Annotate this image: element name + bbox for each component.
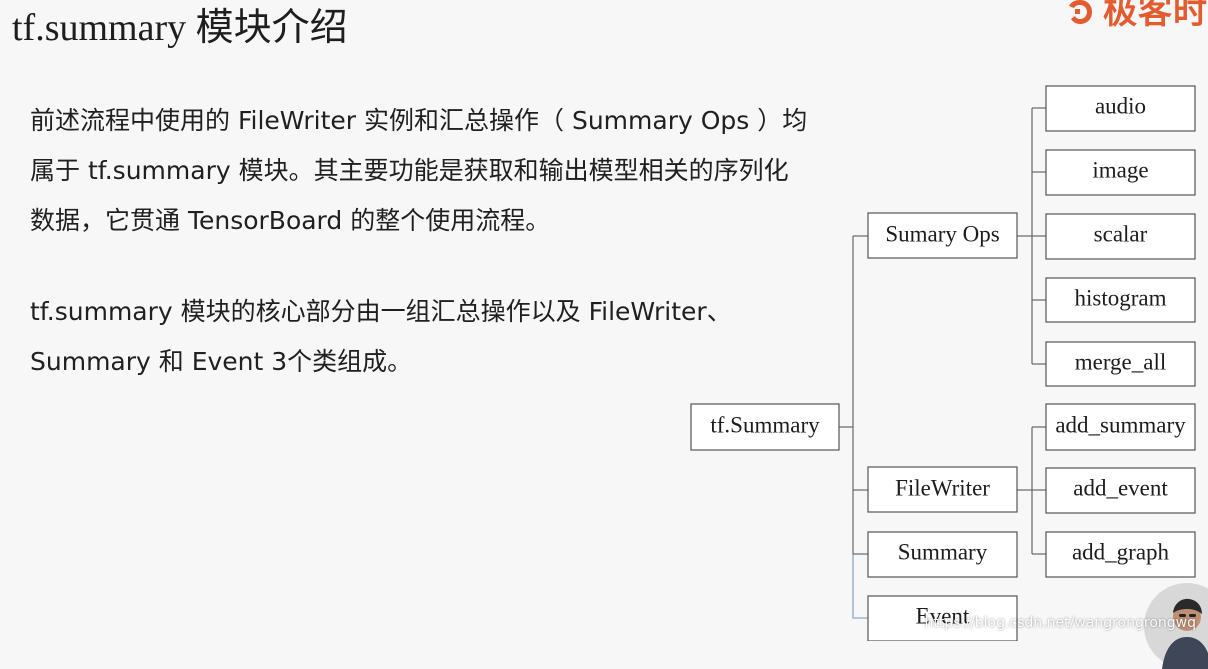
node-image: image	[1045, 149, 1196, 196]
core-components-paragraph: tf.summary 模块的核心部分由一组汇总操作以及 FileWriter、S…	[30, 297, 732, 376]
node-filewriter: FileWriter	[867, 466, 1018, 513]
node-label-summary: Summary	[898, 539, 988, 564]
node-histogram: histogram	[1045, 277, 1196, 323]
node-label-scalar: scalar	[1094, 221, 1148, 246]
node-label-add-graph: add_graph	[1072, 539, 1170, 564]
node-label-add-summary: add_summary	[1055, 412, 1186, 437]
node-label-filewriter: FileWriter	[895, 475, 990, 500]
node-summary: Summary	[867, 531, 1018, 578]
node-label-add-event: add_event	[1073, 475, 1168, 500]
geek-time-logo-icon	[1069, 0, 1092, 24]
edge-lower-trunk-highlight	[852, 554, 868, 619]
node-summary-ops: Sumary Ops	[867, 212, 1018, 259]
node-event: Event	[867, 595, 1018, 641]
node-label-histogram: histogram	[1075, 285, 1167, 310]
node-tf-summary: tf.Summary	[690, 403, 840, 451]
tf-summary-diagram: tf.Summary Sumary Ops FileWriter Summary…	[690, 85, 1196, 641]
url-watermark: https://blog.csdn.net/wangrongrongwq	[924, 615, 1196, 631]
node-label-merge-all: merge_all	[1075, 349, 1167, 374]
node-label-event: Event	[916, 603, 970, 628]
node-audio: audio	[1045, 85, 1196, 132]
logo-text: 极客时	[1103, 0, 1208, 32]
intro-paragraph: 前述流程中使用的 FileWriter 实例和汇总操作（ Summary Ops…	[30, 106, 808, 235]
node-label-audio: audio	[1095, 93, 1146, 118]
node-label-tf-summary: tf.Summary	[710, 412, 820, 437]
node-scalar: scalar	[1045, 213, 1196, 260]
geek-time-logo: 极客时	[1065, 0, 1208, 32]
node-merge-all: merge_all	[1045, 341, 1196, 387]
node-add-graph: add_graph	[1045, 531, 1196, 578]
diagram-edges	[839, 107, 1046, 619]
node-label-summary-ops: Sumary Ops	[885, 221, 999, 246]
node-label-image: image	[1092, 157, 1148, 182]
page-title: tf.summary 模块介绍	[12, 7, 348, 49]
node-add-event: add_event	[1045, 467, 1196, 514]
node-add-summary: add_summary	[1045, 403, 1196, 451]
